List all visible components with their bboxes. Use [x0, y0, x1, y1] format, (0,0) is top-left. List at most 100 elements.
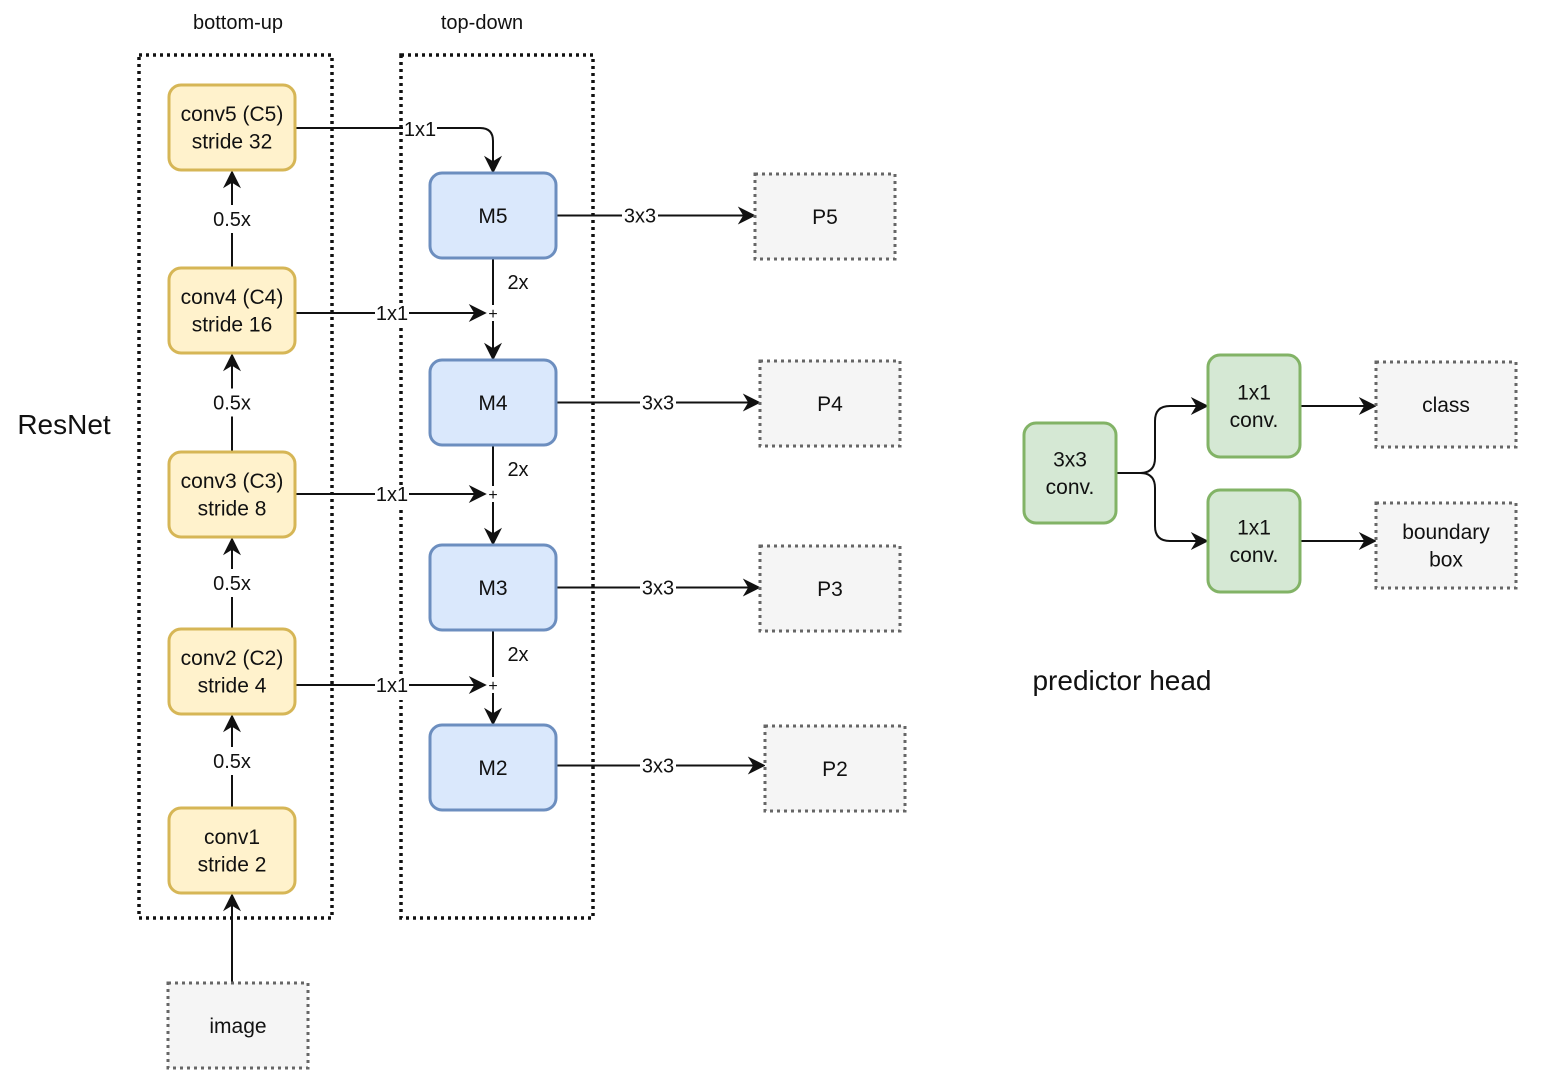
lateral-label-c2: 1x1	[376, 675, 408, 697]
head-branch-conv-0: 1x1 conv.	[1206, 353, 1302, 459]
conv-block-c5: conv5 (C5) stride 32	[167, 83, 297, 172]
input-image-node-label: image	[209, 1015, 266, 1038]
output-conv-label-p3: 3x3	[642, 578, 674, 600]
head-branch-conv-1-label: conv.	[1230, 544, 1279, 567]
head-output-class: class	[1374, 360, 1518, 449]
conv-block-c4-label: conv4 (C4)	[181, 286, 284, 309]
output-node-p5: P5	[753, 172, 897, 261]
lateral-label-c5: 1x1	[404, 119, 436, 141]
merge-plus-symbol: +	[488, 678, 497, 695]
conv-block-c4-label: stride 16	[192, 314, 273, 337]
head-split-arrow-0	[1116, 397, 1209, 474]
resnet-label: ResNet	[17, 409, 111, 440]
merge-block-m3-label: M3	[478, 577, 507, 600]
downsample-label: 0.5x	[213, 209, 251, 231]
upsample-label: 2x	[507, 272, 528, 294]
output-node-p2-shape	[763, 724, 907, 813]
head-output-class-label: class	[1422, 394, 1470, 417]
output-node-p3-shape	[758, 544, 902, 633]
conv-block-c4: conv4 (C4) stride 16	[167, 266, 297, 355]
conv-block-c1: conv1 stride 2	[167, 806, 297, 895]
lateral-label-c5-bg	[403, 122, 437, 144]
output-conv-label-p4-bg	[640, 395, 676, 418]
conv-block-c5-shape	[167, 83, 297, 172]
output-node-p2-label: P2	[822, 758, 848, 781]
output-node-p4-shape	[758, 359, 902, 448]
predictor-head-label: predictor head	[1032, 665, 1211, 696]
input-image-node: image	[166, 981, 310, 1070]
merge-block-m3-shape	[428, 543, 558, 632]
head-branch-conv-1-shape	[1206, 488, 1302, 594]
upsample-label: 2x	[507, 644, 528, 666]
merge-block-m3: M3	[428, 543, 558, 632]
head-branch-conv-0-shape	[1206, 353, 1302, 459]
lateral-label-c4: 1x1	[376, 303, 408, 325]
merge-block-m5-label: M5	[478, 205, 507, 228]
downsample-label: 0.5x	[213, 393, 251, 415]
output-node-p3: P3	[758, 544, 902, 633]
output-node-p2: P2	[763, 724, 907, 813]
lateral-label-c3-bg	[375, 487, 409, 509]
conv-block-c2-label: stride 4	[198, 675, 267, 698]
head-branch-conv-1-label: 1x1	[1237, 517, 1271, 540]
head-output-box-label: box	[1429, 549, 1463, 572]
lateral-label-c3: 1x1	[376, 484, 408, 506]
head-shared-conv-shape	[1022, 421, 1118, 525]
output-node-p3-label: P3	[817, 578, 843, 601]
conv-block-c5-label: stride 32	[192, 131, 273, 154]
bottom-up-title: bottom-up	[193, 12, 283, 34]
merge-block-m4-shape	[428, 358, 558, 447]
head-shared-conv-label: conv.	[1046, 476, 1095, 499]
head-output-box: boundary box	[1374, 501, 1518, 590]
head-output-class-shape	[1374, 360, 1518, 449]
conv-block-c2-shape	[167, 627, 297, 716]
output-conv-label-p2: 3x3	[642, 756, 674, 778]
merge-block-m4: M4	[428, 358, 558, 447]
head-branch-conv-0-label: conv.	[1230, 409, 1279, 432]
output-conv-label-p5: 3x3	[624, 206, 656, 228]
top-down-title: top-down	[441, 12, 523, 34]
conv-block-c5-label: conv5 (C5)	[181, 103, 284, 126]
conv-block-c1-label: conv1	[204, 826, 260, 849]
top-down-group	[399, 53, 595, 920]
downsample-label: 0.5x	[213, 573, 251, 595]
bottom-up-group	[137, 53, 334, 920]
conv-block-c2-label: conv2 (C2)	[181, 647, 284, 670]
upsample-label: 2x	[507, 459, 528, 481]
conv-block-c1-label: stride 2	[198, 854, 267, 877]
merge-block-m5: M5	[428, 171, 558, 260]
input-image-node-shape	[166, 981, 310, 1070]
head-branch-conv-0-label: 1x1	[1237, 382, 1271, 405]
output-node-p5-label: P5	[812, 206, 838, 229]
output-conv-label-p5-bg	[622, 208, 658, 231]
merge-plus-symbol: +	[488, 487, 497, 504]
merge-block-m5-shape	[428, 171, 558, 260]
edges: 0.5x 0.5x 0.5x 0.5x 1x1 1x1 +2x 1x1 +2x 1x1 +2x 3x3…	[213, 119, 1377, 983]
conv-block-c3-label: stride 8	[198, 498, 267, 521]
output-conv-label-p2-bg	[640, 758, 676, 781]
merge-block-m4-label: M4	[478, 392, 507, 415]
head-branch-conv-1: 1x1 conv.	[1206, 488, 1302, 594]
lateral-label-c2-bg	[375, 678, 409, 700]
conv-block-c3-shape	[167, 450, 297, 539]
conv-block-c3: conv3 (C3) stride 8	[167, 450, 297, 539]
output-node-p4: P4	[758, 359, 902, 448]
output-conv-label-p3-bg	[640, 580, 676, 603]
merge-block-m2-label: M2	[478, 757, 507, 780]
output-node-p4-label: P4	[817, 393, 843, 416]
conv-block-c2: conv2 (C2) stride 4	[167, 627, 297, 716]
lateral-label-c4-bg	[375, 306, 409, 328]
conv-block-c3-label: conv3 (C3)	[181, 470, 284, 493]
lateral-c5-m5-arrow	[295, 127, 502, 174]
head-shared-conv-label: 3x3	[1053, 449, 1087, 472]
head-shared-conv: 3x3 conv.	[1022, 421, 1118, 525]
head-output-box-shape	[1374, 501, 1518, 590]
output-conv-label-p4: 3x3	[642, 393, 674, 415]
head-output-box-label: boundary	[1402, 521, 1490, 544]
conv-block-c1-shape	[167, 806, 297, 895]
merge-plus-symbol: +	[488, 306, 497, 323]
downsample-label: 0.5x	[213, 751, 251, 773]
head-split-arrow-1	[1116, 472, 1209, 550]
